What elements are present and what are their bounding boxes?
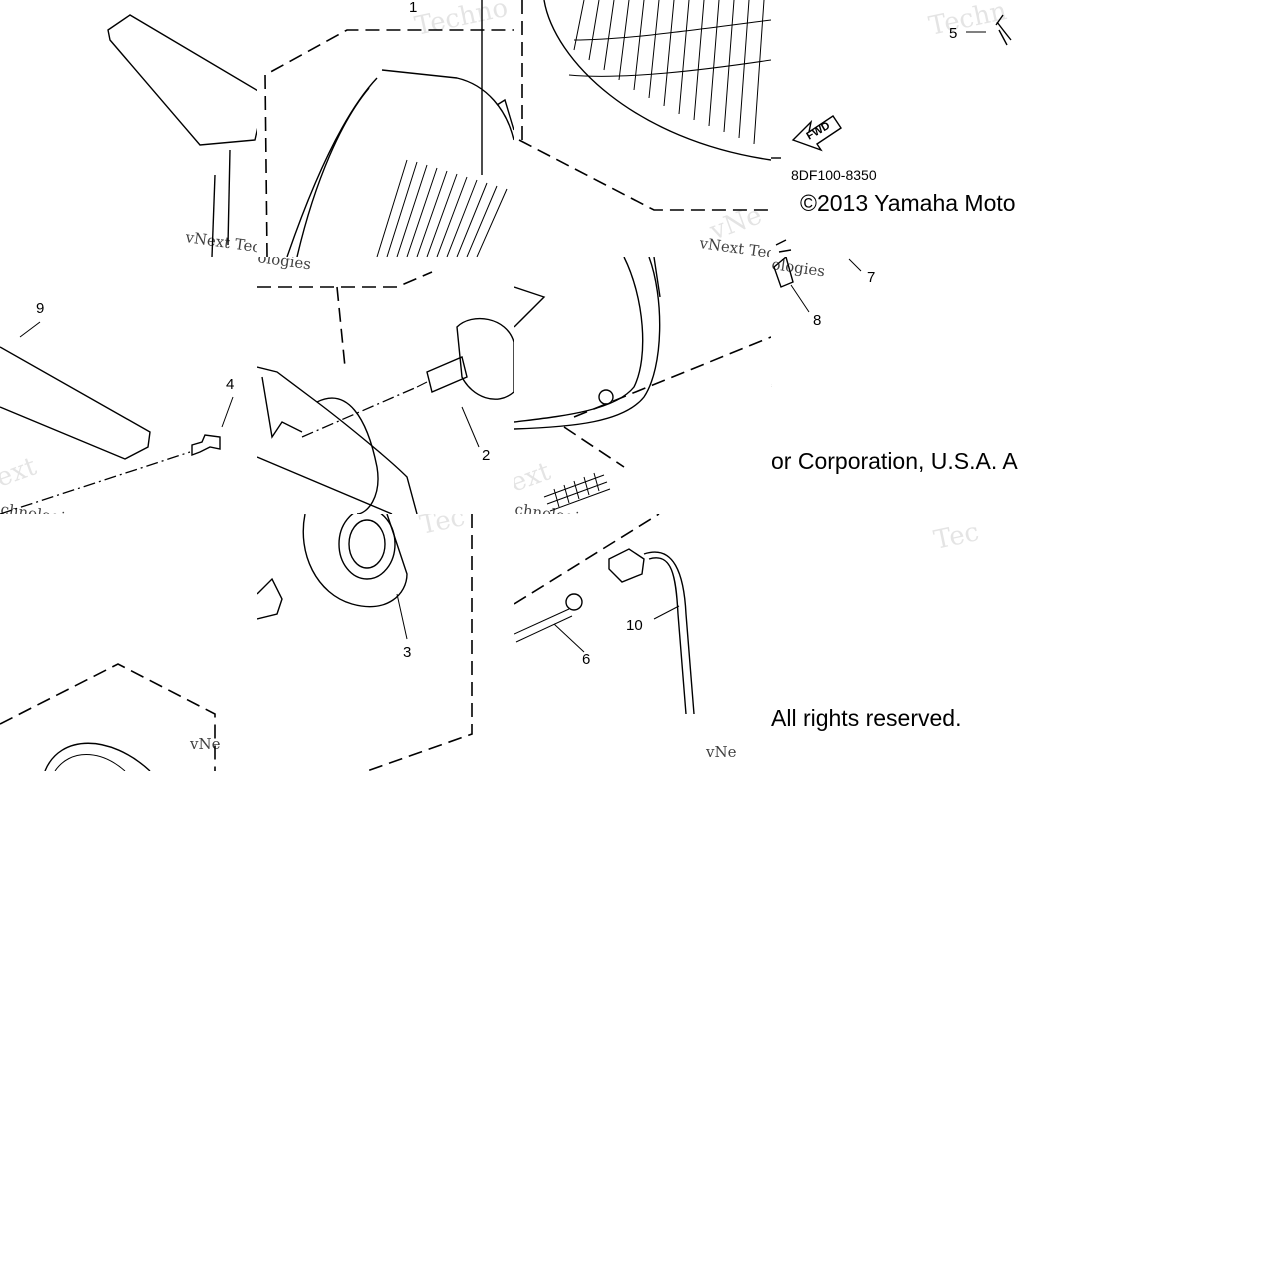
reflector-shell bbox=[316, 397, 379, 514]
assembly-boundary bbox=[264, 29, 514, 257]
tile-r3c5 bbox=[1028, 514, 1285, 771]
tile-r1c5 bbox=[1028, 0, 1285, 257]
callout-8: 8 bbox=[813, 312, 821, 329]
assembly-boundary bbox=[257, 271, 433, 368]
tile-r2c1: 9 4 chnologies ext bbox=[0, 257, 257, 514]
tile-r1c3: vNext Tec vNe bbox=[514, 0, 771, 257]
leader-8 bbox=[790, 284, 810, 313]
headlight-rim-lower-2 bbox=[514, 257, 661, 430]
copyright-line-1: ©2013 Yamaha Moto bbox=[800, 190, 1016, 216]
fwd-label: FWD bbox=[805, 120, 833, 143]
mount-axis-4 bbox=[0, 451, 191, 514]
visor-top bbox=[107, 14, 257, 146]
bulb-2 bbox=[416, 317, 514, 400]
callout-4: 4 bbox=[226, 376, 234, 393]
adjust-hole bbox=[598, 389, 614, 405]
assembly-boundary bbox=[0, 663, 216, 771]
mount-bracket bbox=[261, 376, 303, 439]
watermark-text: chnologies bbox=[514, 500, 597, 514]
callout-9: 9 bbox=[36, 300, 44, 317]
callout-2: 2 bbox=[482, 447, 490, 464]
headlight-rim-lower bbox=[514, 257, 644, 423]
lens-bar-2 bbox=[568, 59, 771, 77]
callout-5: 5 bbox=[949, 25, 957, 42]
tile-r3c3: 6 10 vNe bbox=[514, 514, 771, 771]
housing-frame bbox=[257, 366, 418, 514]
socket-inner bbox=[54, 754, 126, 771]
watermark-text: ologies bbox=[257, 257, 312, 273]
visor-edge bbox=[227, 149, 231, 246]
leader-7 bbox=[848, 258, 862, 272]
assembly-boundary bbox=[518, 139, 771, 211]
tile-r3c1: vNe bbox=[0, 514, 257, 771]
tile-r2c2: 2 ologies bbox=[257, 257, 514, 514]
rim-edge bbox=[653, 257, 661, 298]
assembly-boundary bbox=[366, 514, 473, 771]
callout-1: 1 bbox=[409, 0, 417, 16]
assembly-boundary bbox=[514, 514, 660, 605]
headlight-rim-left bbox=[286, 77, 378, 257]
leader-10 bbox=[653, 605, 680, 620]
watermark-text: Techno bbox=[412, 0, 511, 42]
screw-4 bbox=[191, 396, 234, 457]
bulb-axis bbox=[301, 386, 418, 438]
housing-lower bbox=[257, 456, 393, 514]
clip-5 bbox=[995, 14, 1012, 46]
tile-r1c1: vNext Tec bbox=[0, 0, 257, 257]
assembly-boundary bbox=[573, 336, 771, 418]
bracket-tab bbox=[496, 98, 514, 131]
leader-3 bbox=[396, 593, 408, 640]
copyright-line-2: or Corporation, U.S.A. A bbox=[771, 448, 1018, 474]
lens-hatching bbox=[573, 0, 765, 145]
callout-10: 10 bbox=[626, 617, 643, 634]
socket-top bbox=[44, 742, 151, 771]
leader-6 bbox=[553, 623, 585, 653]
connector-wire-10 bbox=[608, 548, 695, 715]
leader-2 bbox=[461, 406, 480, 448]
tile-r1c4: FWD 5 Techn bbox=[771, 0, 1028, 257]
screw-6 bbox=[514, 593, 583, 643]
boundary-short bbox=[563, 426, 625, 468]
watermark-text: vNext Tec bbox=[183, 228, 257, 257]
part-8 bbox=[773, 257, 794, 288]
headlight-rim-inner bbox=[296, 87, 370, 257]
connector-plug bbox=[257, 577, 283, 620]
tile-r2c4: 8 7 ologies bbox=[771, 257, 1028, 514]
tile-r2c5 bbox=[1028, 257, 1285, 514]
fwd-arrow: FWD bbox=[791, 115, 842, 152]
headlight-rim-top bbox=[381, 69, 514, 141]
visor-edge-2 bbox=[211, 174, 216, 257]
drawing-code: 8DF100-8350 bbox=[791, 167, 877, 183]
watermark-text: ext bbox=[514, 456, 555, 498]
callout-7: 7 bbox=[867, 269, 875, 286]
lens-bar bbox=[573, 19, 771, 41]
lens-arc bbox=[543, 0, 771, 161]
watermark-text: Tec bbox=[931, 517, 982, 556]
tile-r3c2: 3 Tec bbox=[257, 514, 514, 771]
copyright-line-3: All rights reserved. bbox=[771, 705, 962, 731]
leader-9 bbox=[19, 321, 41, 338]
watermark-text: vNe bbox=[705, 743, 737, 761]
visor-9 bbox=[0, 346, 151, 460]
socket-cover-3 bbox=[302, 514, 408, 608]
tile-r1c2: 1 Techno bbox=[257, 0, 514, 257]
watermark-text: Techn bbox=[926, 0, 1010, 42]
blank-area bbox=[0, 771, 1285, 1285]
lens-hatching bbox=[376, 159, 508, 257]
callout-3: 3 bbox=[403, 644, 411, 661]
tile-r2c3: ext chnologies bbox=[514, 257, 771, 514]
watermark-text: ologies bbox=[771, 257, 826, 280]
watermark-text: chnologies bbox=[0, 500, 83, 514]
bracket-edge bbox=[514, 286, 546, 328]
watermark-text: ext bbox=[0, 451, 41, 493]
tile-r3c4: Tec bbox=[771, 514, 1028, 771]
callout-6: 6 bbox=[582, 651, 590, 668]
watermark-text: Tec bbox=[417, 514, 468, 541]
adjust-screw-spring bbox=[543, 472, 611, 512]
tab-7 bbox=[775, 239, 792, 253]
fwd-arrow-icon bbox=[791, 115, 842, 152]
watermark-text: vNe bbox=[189, 735, 221, 753]
